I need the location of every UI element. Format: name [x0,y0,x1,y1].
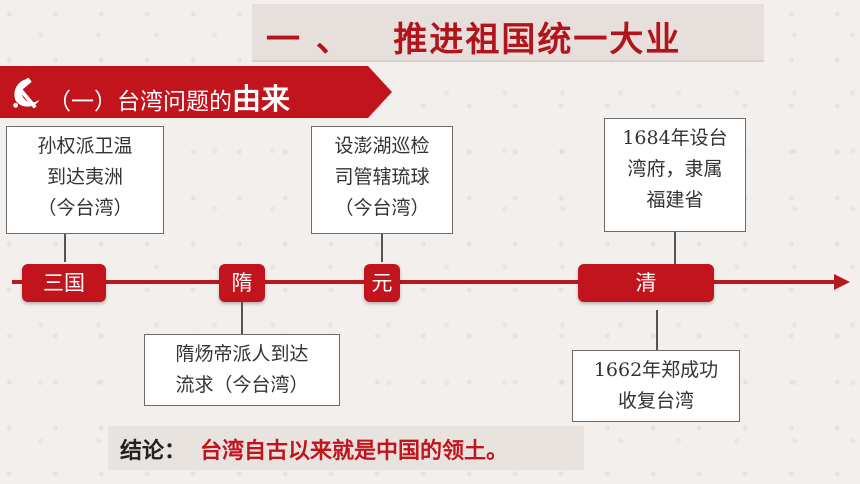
timeline-axis [12,280,838,284]
note-line: 设澎湖巡检 [334,135,430,157]
connector-line [381,234,383,262]
note-line: 流求（今台湾） [175,374,309,396]
connector-line [656,310,658,350]
note-line: 湾府，隶属 [627,158,723,180]
connector-line [64,234,66,262]
note-box-sanguo: 孙权派卫温 到达夷洲 （今台湾） [6,126,164,234]
note-box-qing-1684: 1684年设台 湾府，隶属 福建省 [604,118,746,232]
note-box-sui: 隋炀帝派人到达 流求（今台湾） [144,334,340,406]
connector-line [674,232,676,264]
timeline-arrow-icon [834,274,850,290]
hammer-sickle-icon [13,77,40,109]
section-heading: （一）台湾问题的由来 [48,76,290,118]
section-banner: （一）台湾问题的由来 [0,66,392,118]
note-line: 司管辖琉球 [334,166,430,188]
note-line: 1662年郑成功 [593,359,719,381]
marker-yuan: 元 [364,264,400,302]
note-line: 1684年设台 [622,127,728,149]
section-heading-prefix: （一）台湾问题的 [48,89,232,115]
note-box-yuan: 设澎湖巡检 司管辖琉球 （今台湾） [311,126,453,234]
note-line: 收复台湾 [617,390,694,412]
note-line: 到达夷洲 [46,166,123,188]
note-line: 福建省 [646,189,704,211]
note-line: （今台湾） [37,197,133,219]
note-line: 隋炀帝派人到达 [175,343,309,365]
conclusion-label: 结论： [120,439,187,464]
conclusion-text: 台湾自古以来就是中国的领土。 [200,439,509,464]
note-line: 孙权派卫温 [37,135,133,157]
connector-line [241,302,243,334]
section-heading-emphasis: 由来 [232,82,291,116]
marker-sui: 隋 [219,264,265,302]
note-box-qing-1662: 1662年郑成功 收复台湾 [572,350,740,422]
marker-sanguo: 三国 [22,264,106,302]
title-bar: 一 、 推进祖国统一大业 [252,4,764,62]
marker-qing: 清 [578,264,714,302]
page-title: 一 、 推进祖国统一大业 [266,20,682,60]
conclusion-bar: 结论： 台湾自古以来就是中国的领土。 [108,426,584,470]
note-line: （今台湾） [334,197,430,219]
